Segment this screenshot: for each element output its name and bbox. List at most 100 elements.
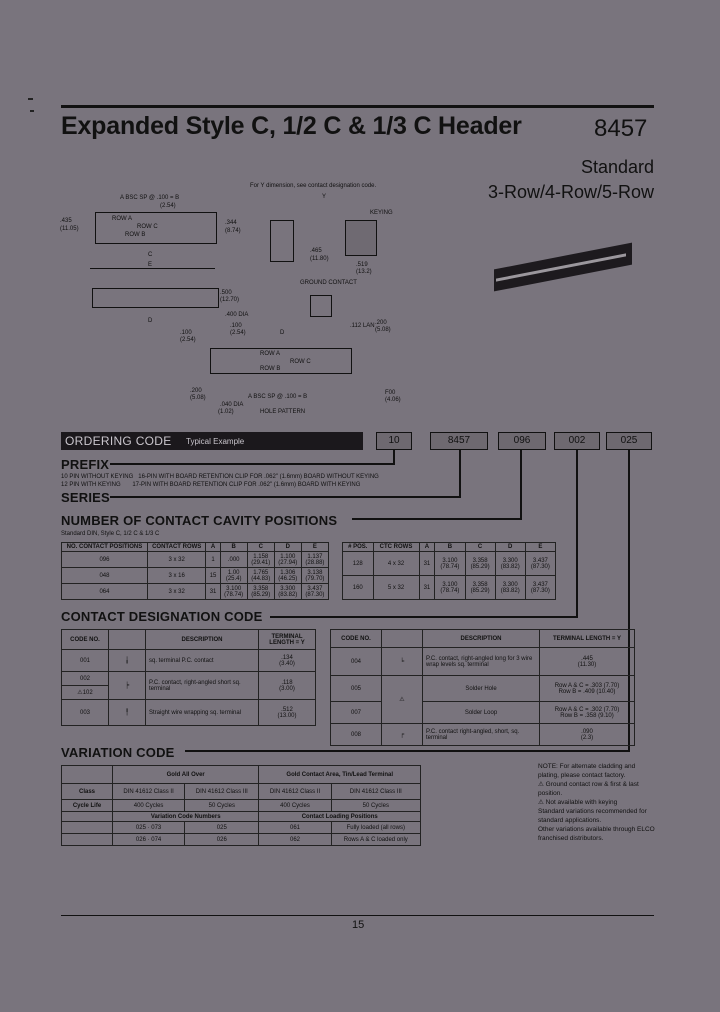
dim-344-mm: (8.74) [225, 228, 241, 234]
table-row: 008 ╒ P.C. contact right-angled, short, … [330, 723, 635, 746]
cavity-table-right: # POS. CTC ROWS A B C D E 128 4 x 32 31 … [342, 542, 557, 600]
table-cell: 400 Cycles [258, 799, 332, 812]
cell-value: 102 [82, 690, 93, 696]
cell-mm: (87.30) [530, 587, 550, 594]
code-variation: 025 [606, 432, 652, 450]
table-cell: 3.358(85.29) [464, 551, 496, 576]
col-header [108, 629, 146, 650]
cell-mm: (85.29) [470, 563, 490, 570]
table-cell: 3.300(83.82) [273, 583, 302, 600]
cell-value: .512 [281, 706, 293, 713]
table-cell: ⚠102 [61, 685, 109, 700]
dim-100-mm: (2.54) [230, 330, 246, 336]
dim-519-mm: (13.2) [356, 269, 372, 275]
col-header: D [273, 542, 302, 552]
table-cell: ╿ [108, 699, 146, 726]
table-cell: 3.358(85.29) [246, 583, 275, 600]
dim-c: C [148, 252, 153, 258]
prefix-line-2: 12 PIN WITH KEYING 17-PIN WITH BOARD RET… [61, 482, 361, 488]
contact-cavity-heading: NUMBER OF CONTACT CAVITY POSITIONS [61, 513, 338, 528]
designation-table-left: CODE NO. DESCRIPTION TERMINAL LENGTH = Y… [61, 629, 316, 726]
table-cell: ╽ [108, 649, 146, 672]
dim-line [90, 268, 215, 269]
dim-400-dia: .400 DIA [225, 312, 249, 318]
cell-mm: (2.3) [580, 734, 594, 741]
cell-value: .445 [581, 655, 593, 662]
cell-mm: (44.83) [251, 575, 271, 582]
cell-mm: (83.82) [500, 587, 520, 594]
cell-mm: (79.70) [305, 575, 325, 582]
connector-line [393, 450, 395, 464]
hp-row-b: ROW B [260, 366, 281, 372]
subtitle-rows: 3-Row/4-Row/5-Row [487, 182, 654, 202]
table-cell: DIN 41612 Class III [330, 783, 422, 800]
dim-200: .200 [375, 320, 387, 326]
table-cell: 1.306(46.25) [273, 567, 302, 584]
part-number: 8457 [594, 115, 648, 142]
table-header-row: Gold All Over Gold Contact Area, Tin/Lea… [61, 765, 421, 784]
cell-value: 3.358 [472, 581, 488, 588]
cell-value: 3.300 [502, 557, 518, 564]
technical-drawing: For Y dimension, see contact designation… [60, 180, 460, 420]
cell-mm: (85.29) [251, 591, 271, 598]
contact-icon: ╒ [399, 731, 405, 738]
cell-value: 1.158 [253, 553, 269, 560]
label-row-b: ROW B [125, 232, 146, 238]
col-header: B [434, 542, 466, 552]
warning-icon: ⚠ [538, 799, 546, 806]
cell-value: 3.358 [253, 585, 269, 592]
cell-value: 3.300 [280, 585, 296, 592]
cell-value: 3.100 [442, 581, 458, 588]
table-cell: P.C. contact right-angled, short, sq. te… [422, 723, 540, 746]
table-header-row: NO. CONTACT POSITIONS CONTACT ROWS A B C… [61, 542, 330, 552]
table-cell [61, 811, 113, 822]
dim-d-top: D [148, 318, 153, 324]
cell-mm: (3.00) [279, 685, 295, 692]
cell-mm: (87.30) [305, 591, 325, 598]
col-header: E [300, 542, 330, 552]
contact-designation-heading: CONTACT DESIGNATION CODE [61, 609, 263, 624]
ordering-code-bar: ORDERING CODE Typical Example [61, 432, 363, 450]
table-row: 096 3 x 32 1 .000 1.158(29.41) 1.100(27.… [61, 551, 330, 568]
hp-dim-200-mm: (5.08) [190, 395, 206, 401]
col-header: DESCRIPTION [145, 629, 259, 650]
code-positions: 096 [498, 432, 546, 450]
table-cell: 096 [61, 551, 148, 568]
table-row: 002 ╞ P.C. contact, right-angled short s… [61, 671, 316, 700]
col-header: C [246, 542, 275, 552]
cell-mm: (13.00) [277, 712, 297, 719]
connector-line [270, 616, 578, 618]
table-row: 026 · 074 026 062 Rows A & C loaded only [61, 833, 422, 846]
prefix-heading: PREFIX [61, 457, 110, 472]
dim-y: Y [322, 194, 327, 200]
table-cell: 1 [205, 551, 221, 568]
table-cell: 002 [61, 671, 109, 686]
dim-f00-mm: (4.06) [385, 397, 401, 403]
table-row: 001 ╽ sq. terminal P.C. contact .134(3.4… [61, 649, 316, 672]
hole-pattern-label: HOLE PATTERN [260, 409, 306, 415]
ground-contact-view [310, 295, 332, 317]
table-cell: 001 [61, 649, 109, 672]
cell-value: 3.358 [472, 557, 488, 564]
cell-mm: Row B = .409 (10.40) [558, 688, 616, 695]
table-cell: 003 [61, 699, 109, 726]
cell-value: Row A & C = .302 (7.70) [554, 706, 620, 713]
contact-icon: ╘ [399, 658, 405, 665]
table-cell: 026 [184, 833, 260, 846]
cell-mm: (83.82) [500, 563, 520, 570]
table-cell: 3.437(87.30) [524, 575, 557, 600]
note-5: Other variations available through ELCO … [538, 826, 655, 842]
cell-value: 3.138 [307, 569, 323, 576]
table-cell: 3.100(78.74) [434, 551, 466, 576]
cell-mm: (85.29) [470, 587, 490, 594]
cell-value: 3.437 [532, 557, 548, 564]
table-cell: 004 [330, 647, 382, 676]
table-cell: 3.100(78.74) [434, 575, 466, 600]
col-header: DESCRIPTION [422, 629, 540, 648]
cell-value: 074 [151, 836, 162, 843]
table-cell: 160 [342, 575, 374, 600]
cell-value: 3.437 [532, 581, 548, 588]
connector-line [110, 463, 395, 465]
cell-value: .118 [281, 679, 293, 686]
crop-mark [30, 110, 34, 112]
